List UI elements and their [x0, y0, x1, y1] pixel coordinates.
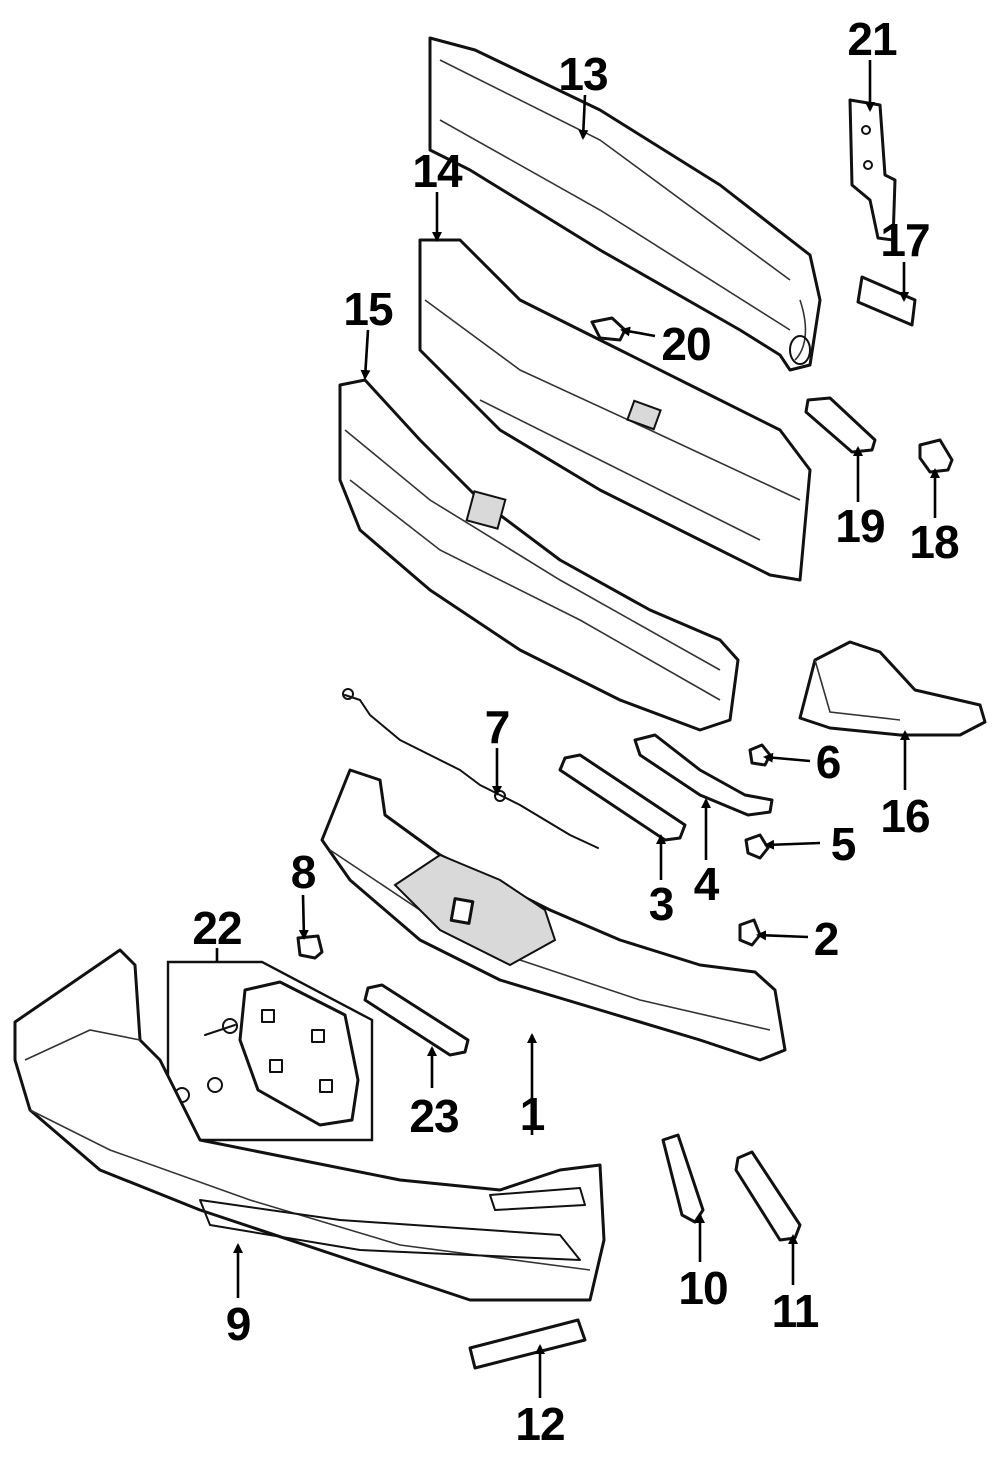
part-2-fastener: [738, 918, 762, 947]
leader-8: [298, 894, 309, 940]
part-5-fastener: [744, 833, 770, 860]
callout-10: 10: [678, 1262, 727, 1314]
part-7-wiring-harness: [342, 688, 599, 849]
part-12-plate: [468, 1318, 587, 1370]
part-22-license-plate-kit: [166, 960, 374, 1142]
callout-17: 17: [880, 214, 929, 266]
part-17-plate: [856, 275, 917, 327]
part-11-bracket: [734, 1150, 802, 1242]
callout-9: 9: [226, 1298, 251, 1350]
callout-19: 19: [835, 500, 884, 552]
callout-12: 12: [515, 1398, 564, 1450]
part-13-reinforcement-bar: [428, 36, 822, 372]
callout-23: 23: [409, 1090, 458, 1142]
callout-6: 6: [816, 736, 841, 788]
part-21-side-bracket: [848, 98, 897, 242]
part-9-bumper-cover: [13, 948, 606, 1302]
part-20-bracket: [590, 316, 627, 342]
part-15-grille-support: [338, 378, 740, 732]
callout-2: 2: [814, 913, 839, 965]
part-23-bracket: [363, 983, 470, 1057]
callout-3: 3: [649, 878, 674, 930]
callout-20: 20: [661, 318, 710, 370]
leader-6: [763, 752, 811, 763]
callout-21: 21: [847, 13, 897, 65]
part-1-lower-spoiler: [320, 768, 787, 1062]
callout-labels: 13 14 15 20 21 17 19 18 16 7 6 5 4 3 2 8…: [192, 13, 960, 1450]
callout-15: 15: [343, 283, 393, 335]
part-3-mounting-strip: [558, 753, 687, 842]
leader-15: [360, 329, 371, 380]
part-10-trim: [661, 1133, 705, 1224]
callout-18: 18: [909, 516, 959, 568]
leader-lines: [215, 60, 940, 1398]
part-19-bracket: [804, 396, 877, 454]
callout-14: 14: [412, 145, 463, 197]
leader-20: [620, 326, 656, 338]
callout-16: 16: [880, 790, 929, 842]
part-4-molding-strip: [633, 733, 774, 817]
callout-1: 1: [520, 1088, 545, 1140]
leader-2: [756, 930, 809, 941]
part-16-side-deflector: [798, 640, 987, 737]
part-14-energy-absorber: [418, 238, 812, 582]
callout-4: 4: [694, 858, 720, 910]
part-18-clip: [918, 438, 954, 474]
callout-13: 13: [558, 48, 607, 100]
callout-11: 11: [772, 1285, 819, 1337]
callout-22: 22: [192, 902, 241, 954]
callout-5: 5: [831, 818, 856, 870]
leader-13: [578, 94, 589, 140]
callout-8: 8: [291, 846, 316, 898]
callout-7: 7: [485, 701, 510, 753]
leader-5: [764, 839, 821, 850]
part-8-clip: [296, 934, 324, 960]
part-6-fastener: [748, 743, 772, 767]
